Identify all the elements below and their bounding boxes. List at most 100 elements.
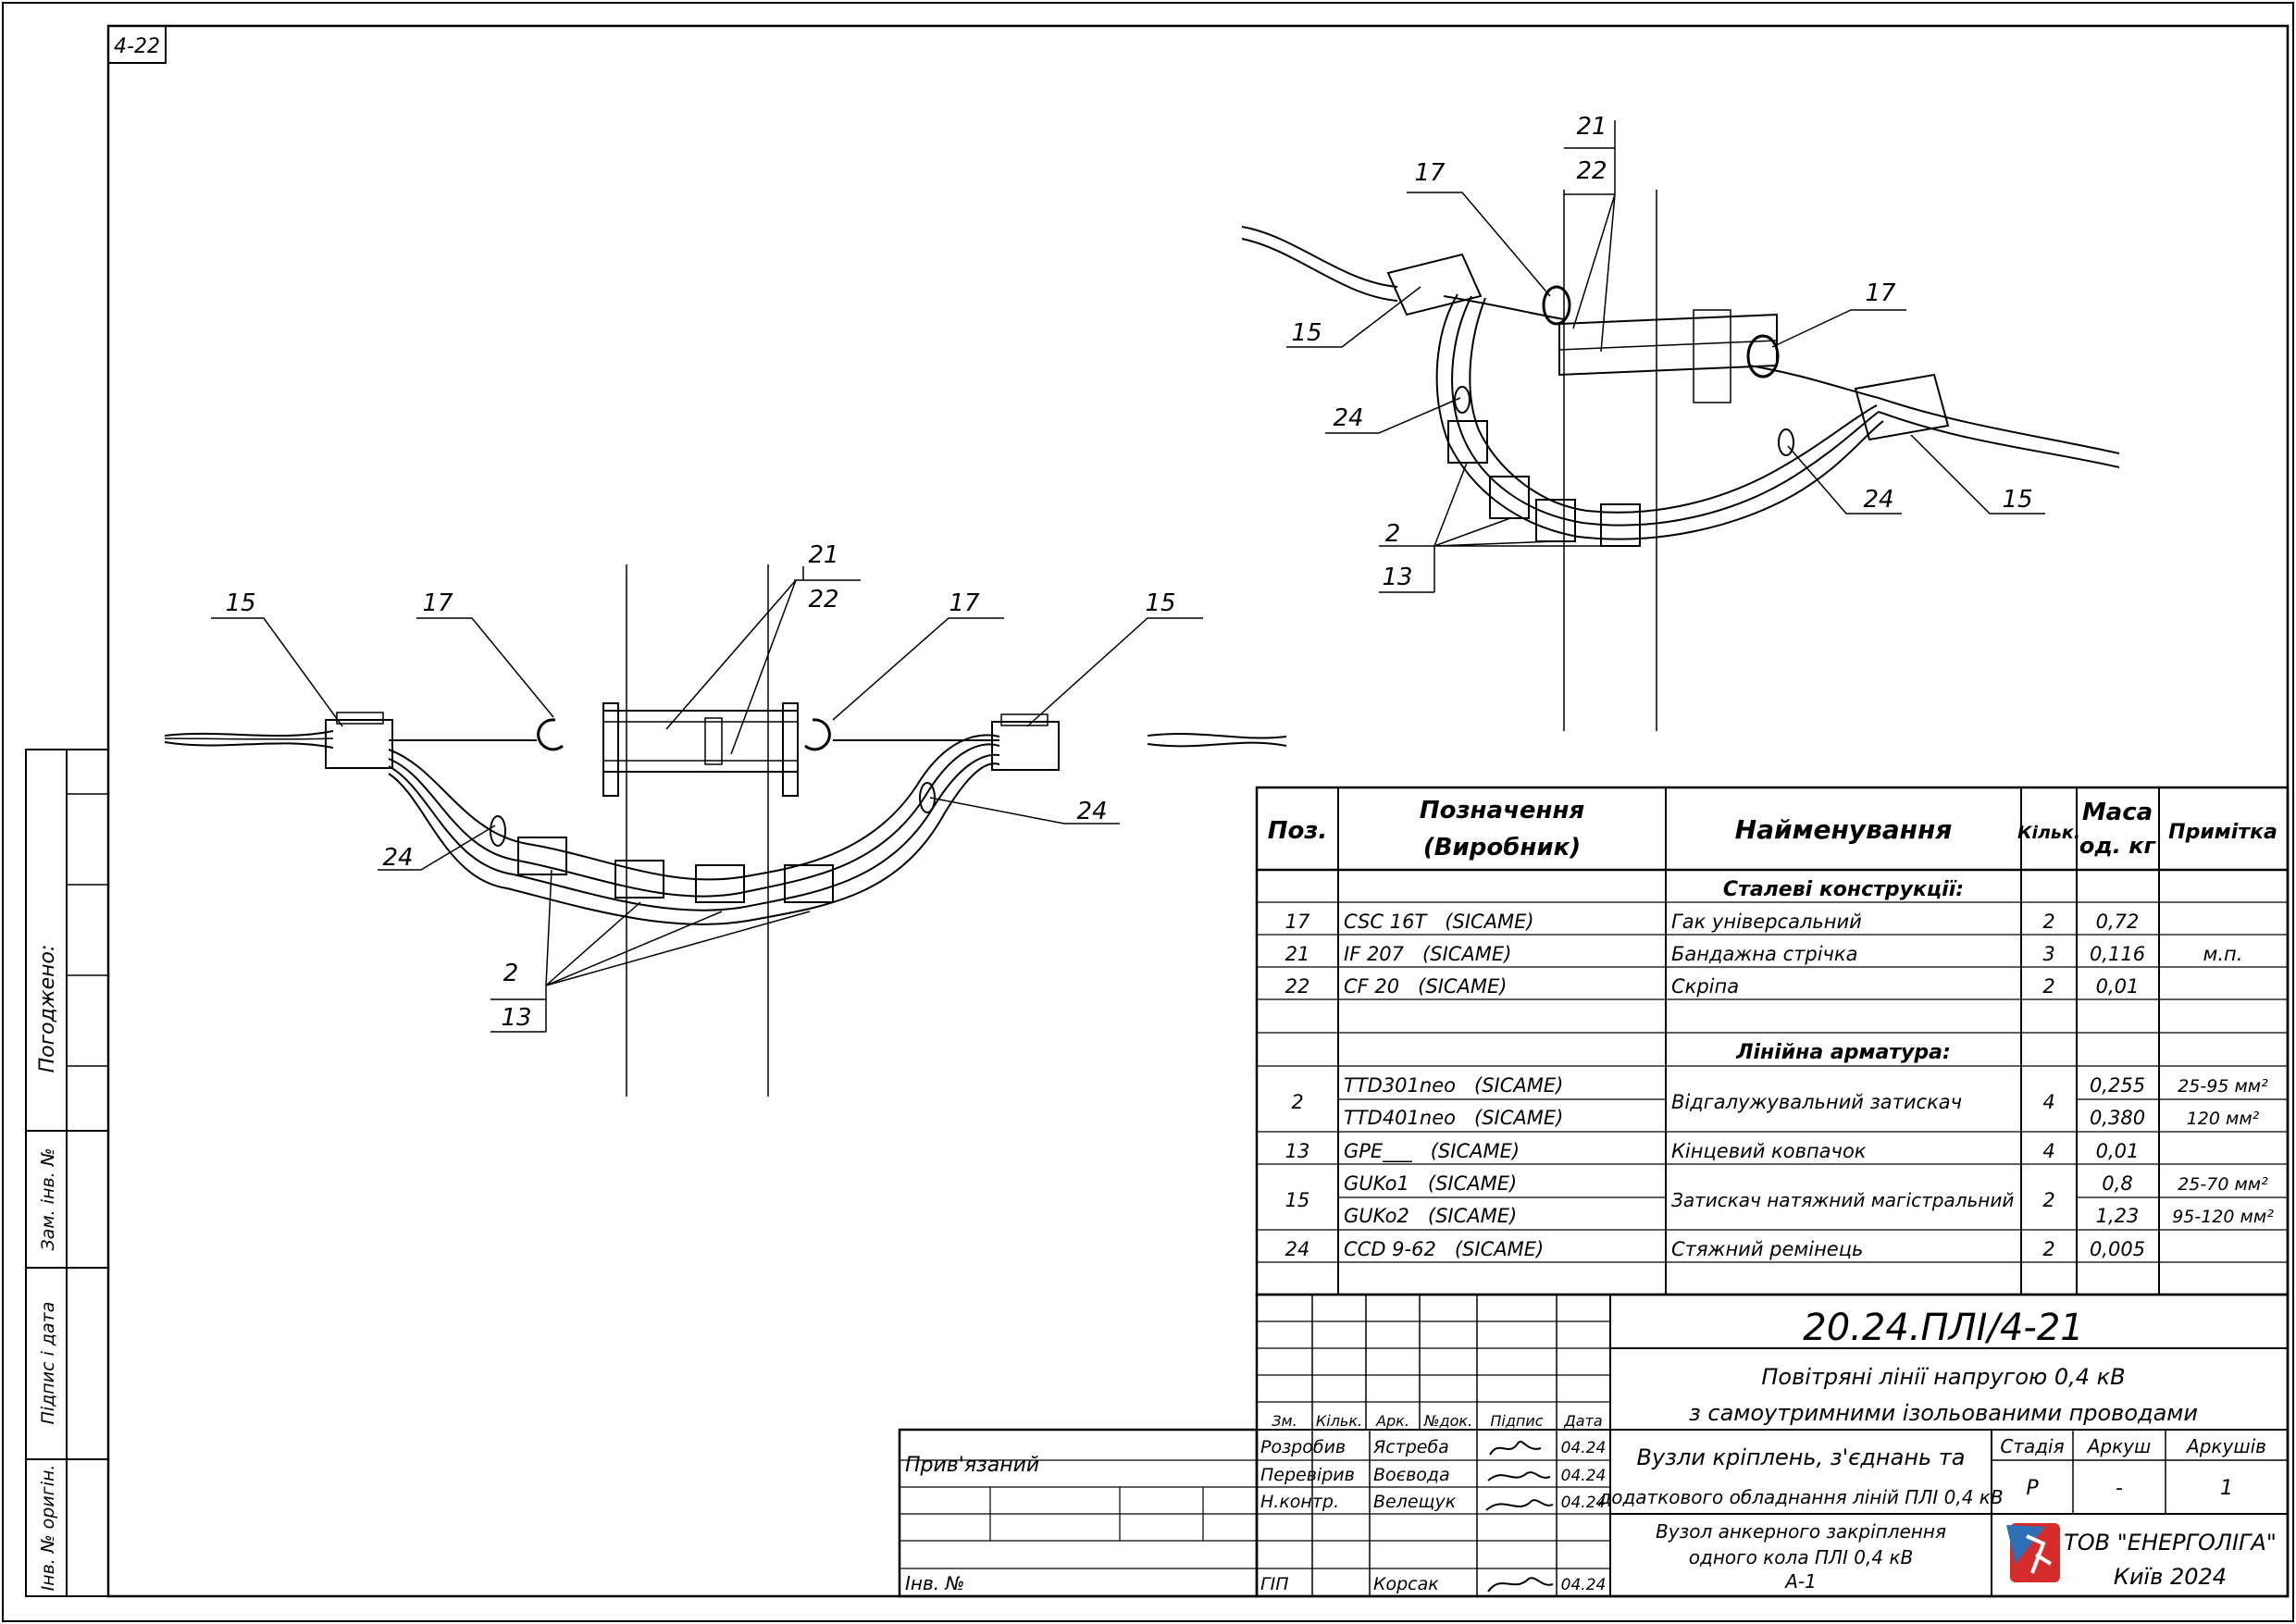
- cell-mass: 0,01: [2096, 1140, 2140, 1162]
- sheets-value: 1: [2220, 1477, 2233, 1500]
- signature: [1489, 1441, 1542, 1456]
- cell-designation: GUKo1 (SICAME): [1344, 1172, 1517, 1195]
- cell-note: 95-120 мм²: [2172, 1207, 2274, 1227]
- cell-pos: 13: [1285, 1140, 1310, 1162]
- sheet-value: -: [2116, 1477, 2123, 1500]
- cell-qty: 2: [2042, 1238, 2054, 1260]
- cell-note: 120 мм²: [2187, 1109, 2260, 1129]
- iso-callout-21: 21: [1576, 113, 1607, 141]
- sheets-label: Аркушів: [2185, 1435, 2266, 1457]
- callout-22: 22: [808, 586, 838, 614]
- iso-callout-13: 13: [1382, 564, 1412, 591]
- cell-mass: 0,380: [2090, 1107, 2145, 1129]
- cell-name: Гак універсальний: [1671, 911, 1862, 933]
- cell-designation: CF 20 (SICAME): [1344, 975, 1508, 998]
- callout-17-left: 17: [422, 589, 453, 617]
- iso-callout-15-left: 15: [1291, 319, 1322, 347]
- section-title-steel: Сталеві конструкції:: [1723, 878, 1964, 901]
- cell-mass: 0,8: [2102, 1172, 2132, 1195]
- cell-name: Кінцевий ковпачок: [1671, 1140, 1867, 1162]
- cell-name: Скріпа: [1671, 975, 1739, 998]
- cell-qty: 2: [2042, 1189, 2054, 1211]
- callout-21: 21: [808, 541, 838, 569]
- role-date: 04.24: [1561, 1576, 1607, 1594]
- table-row: 21 IF 207 (SICAME) Бандажна стрічка 3 0,…: [1285, 943, 2243, 965]
- role-name: Ястреба: [1372, 1437, 1449, 1457]
- role-date: 04.24: [1561, 1467, 1607, 1485]
- cell-mass: 0,005: [2090, 1238, 2145, 1260]
- cell-designation: TTD401neo (SICAME): [1344, 1107, 1563, 1129]
- cell-qty: 3: [2042, 943, 2054, 965]
- cell-note: 25-95 мм²: [2178, 1076, 2268, 1097]
- iso-callout-17-top: 17: [1414, 159, 1446, 187]
- cell-name: Затискач натяжний магістральний: [1671, 1189, 2014, 1211]
- cell-designation: TTD301neo (SICAME): [1344, 1074, 1563, 1097]
- cell-note: 25-70 мм²: [2178, 1174, 2268, 1195]
- agreed-label: Погоджено:: [36, 945, 59, 1073]
- role-name: Воєвода: [1373, 1465, 1450, 1485]
- cell-mass: 0,255: [2090, 1074, 2145, 1097]
- orig-inv-label: Інв. № оригін.: [38, 1465, 58, 1592]
- callout-2: 2: [503, 960, 519, 987]
- role-label: Перевірив: [1260, 1465, 1355, 1485]
- doc-code: 20.24.ПЛІ/4-21: [1803, 1307, 2083, 1349]
- col-header: Кільк.: [1316, 1412, 1362, 1430]
- isometric-view-drawing: 21 22 17 17 15 24 24 15 2 13: [1241, 113, 2120, 731]
- header-pos: Поз.: [1268, 817, 1328, 845]
- table-row: 13 GPE___ (SICAME) Кінцевий ковпачок 4 0…: [1285, 1140, 2140, 1163]
- cell-qty: 2: [2042, 911, 2054, 933]
- sign-date-label: Підпис і дата: [38, 1302, 58, 1425]
- company-name: ТОВ "ЕНЕРГОЛІГА": [2064, 1530, 2277, 1556]
- front-view-drawing: 15 17 21 22 17 15 24 24 2 13: [164, 541, 1287, 1097]
- cell-qty: 2: [2042, 975, 2054, 998]
- side-stamp: Погоджено: Зам. інв. № Підпис і дата Інв…: [25, 749, 109, 1597]
- callout-13: 13: [501, 1004, 531, 1032]
- cell-pos: 24: [1285, 1238, 1310, 1260]
- cell-designation: CCD 9-62 (SICAME): [1344, 1238, 1544, 1260]
- city-year: Київ 2024: [2114, 1564, 2227, 1590]
- signature: [1487, 1471, 1551, 1481]
- header-name: Найменування: [1735, 814, 1953, 845]
- table-row: 15 GUKo1 (SICAME) Затискач натяжний магі…: [1285, 1172, 2269, 1211]
- iso-callout-2: 2: [1385, 520, 1401, 548]
- iso-callout-24-left: 24: [1333, 404, 1363, 432]
- header-mass-2: од. кг: [2079, 833, 2157, 859]
- drawing-line1: Вузол анкерного закріплення: [1656, 1520, 1946, 1543]
- callout-24-right: 24: [1076, 798, 1107, 825]
- cell-mass: 0,116: [2090, 943, 2145, 965]
- section-line1: Вузли кріплень, з'єднань та: [1637, 1444, 1966, 1470]
- role-label: ГІП: [1260, 1574, 1288, 1594]
- role-name: Корсак: [1373, 1574, 1439, 1594]
- cell-designation: CSC 16T (SICAME): [1344, 911, 1534, 933]
- stage-label: Стадія: [2000, 1435, 2064, 1457]
- cell-mass: 1,23: [2096, 1205, 2140, 1227]
- role-date: 04.24: [1561, 1494, 1607, 1512]
- sheet-ref: 4-22: [114, 35, 160, 58]
- header-note: Примітка: [2168, 821, 2277, 844]
- stage-value: Р: [2026, 1477, 2039, 1500]
- drawing-line3: А-1: [1783, 1570, 1817, 1593]
- cell-designation: GUKo2 (SICAME): [1344, 1205, 1517, 1227]
- section-title-fittings: Лінійна арматура:: [1735, 1041, 1951, 1064]
- iso-callout-22: 22: [1576, 157, 1607, 185]
- header-designation-2: (Виробник): [1423, 834, 1581, 862]
- role-name: Велещук: [1373, 1492, 1457, 1512]
- cell-mass: 0,01: [2096, 975, 2140, 998]
- attached-label: Прив'язаний: [905, 1454, 1039, 1477]
- table-row: 24 CCD 9-62 (SICAME) Стяжний ремінець 2 …: [1285, 1238, 2145, 1260]
- header-mass-1: Маса: [2082, 799, 2153, 826]
- col-header: Арк.: [1375, 1412, 1409, 1430]
- table-row: 22 CF 20 (SICAME) Скріпа 2 0,01: [1285, 975, 2140, 998]
- header-qty: Кільк.: [2017, 823, 2080, 843]
- section-line2: додаткового обладнання ліній ПЛІ 0,4 кВ: [1597, 1486, 2003, 1508]
- replaced-inv-label: Зам. інв. №: [38, 1148, 58, 1251]
- callout-15-left: 15: [225, 589, 255, 617]
- spec-table: Поз. Позначення (Виробник) Найменування …: [1255, 786, 2290, 1296]
- col-header: Підпис: [1490, 1412, 1543, 1430]
- iso-callout-24-right: 24: [1863, 486, 1893, 514]
- cell-qty: 4: [2042, 1091, 2054, 1113]
- cell-qty: 4: [2042, 1140, 2054, 1162]
- cell-pos: 17: [1285, 911, 1310, 933]
- signature: [1487, 1577, 1554, 1593]
